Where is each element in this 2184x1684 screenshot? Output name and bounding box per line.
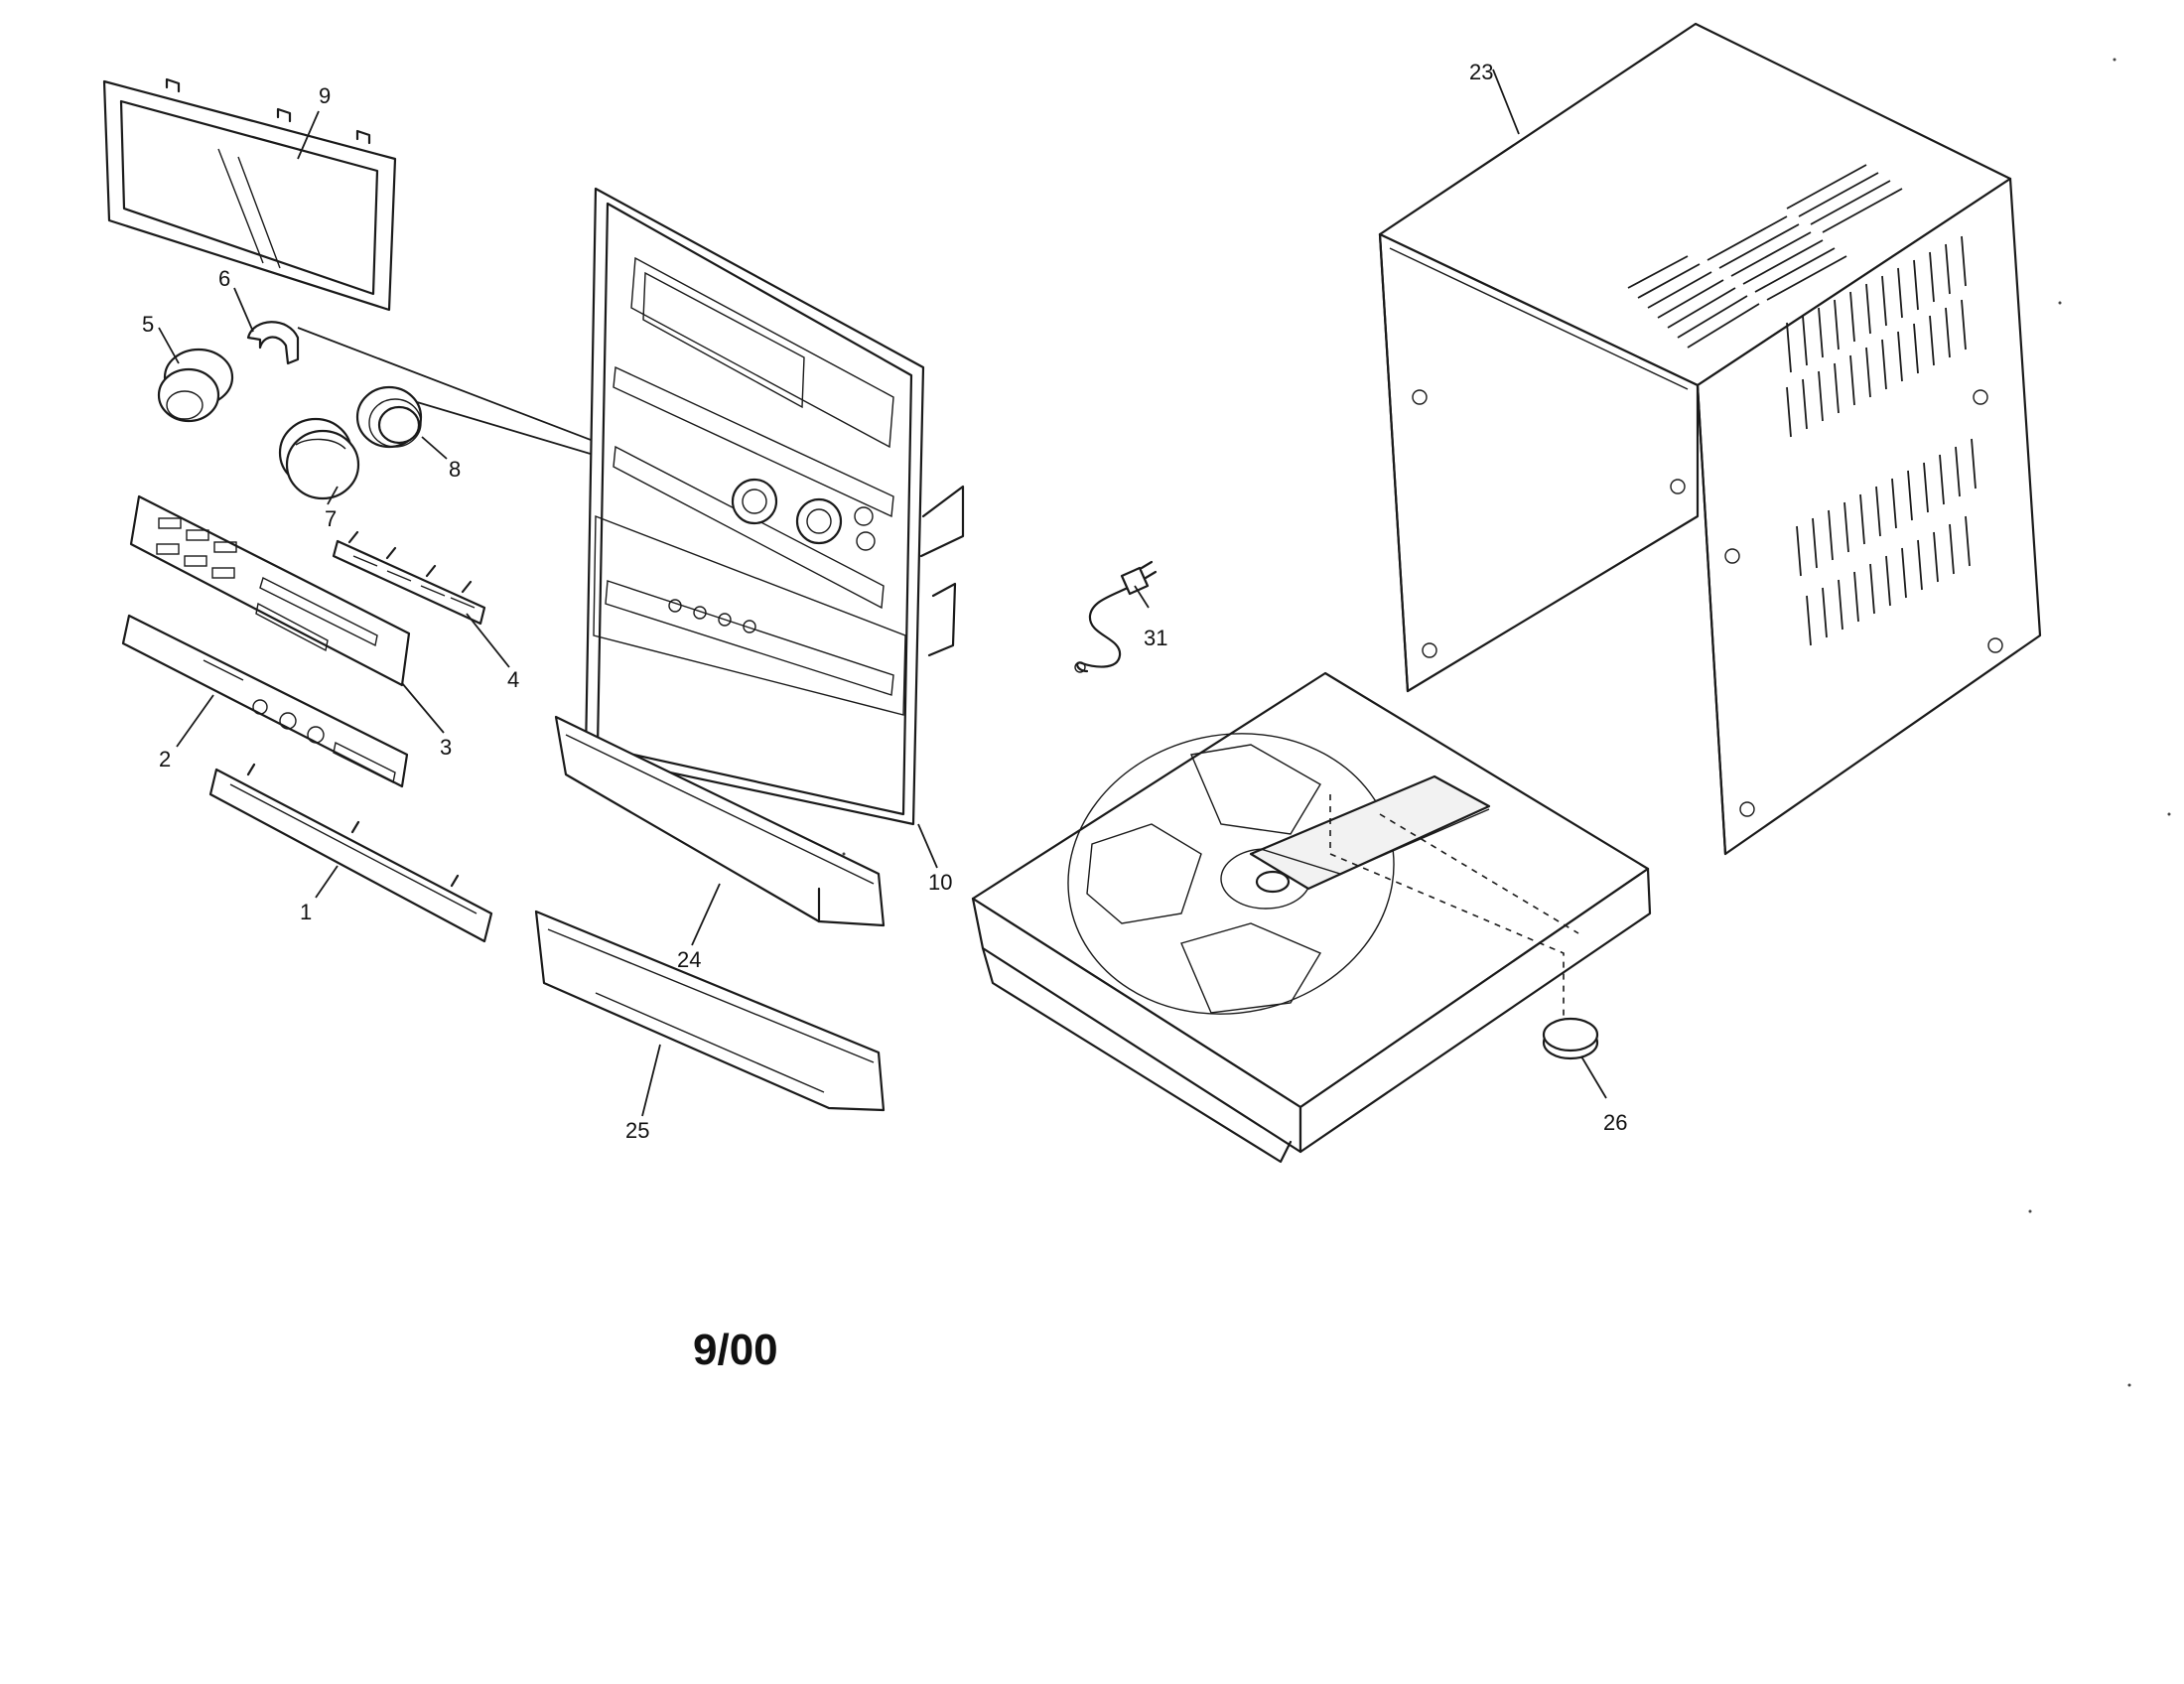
callout-3: 3: [440, 735, 452, 760]
part-3-button-panel: [129, 494, 411, 687]
callout-9: 9: [319, 83, 331, 108]
callout-26: 26: [1603, 1110, 1627, 1135]
part-9-display-window: [102, 77, 397, 312]
date-code: 9/00: [693, 1326, 778, 1374]
callout-10: 10: [928, 870, 952, 895]
part-2-front-panel: [121, 614, 409, 788]
part-26-foot: [1542, 1017, 1599, 1060]
callout-23: 23: [1469, 60, 1493, 84]
callout-1: 1: [300, 900, 312, 924]
part-4-button-strip: [332, 530, 486, 626]
callout-7: 7: [325, 506, 337, 531]
part-31-power-cord: [1074, 560, 1158, 673]
part-7-volume-knob: [278, 417, 360, 500]
scan-specks: [842, 58, 2171, 1387]
part-23-cabinet-cover: [1378, 22, 2042, 856]
part-1-bottom-trim: [208, 763, 493, 943]
callout-6: 6: [218, 266, 230, 291]
callout-31: 31: [1144, 626, 1167, 650]
part-24-tray-cover: [554, 715, 886, 927]
cover-vent-slots: [1627, 164, 1977, 646]
part-25-tray-cover-lower: [534, 910, 886, 1112]
cd-changer-deck: [971, 671, 1652, 1164]
callout-leaders: [158, 69, 1607, 1117]
callout-25: 25: [625, 1118, 649, 1143]
callout-2: 2: [159, 747, 171, 772]
callout-5: 5: [142, 312, 154, 337]
callout-labels: 9 6 5 7 8 4 3 2 1 10 23 24 25 26 31: [142, 60, 1627, 1143]
callout-4: 4: [507, 667, 519, 692]
part-6-clip: [246, 321, 300, 365]
part-8-ring: [355, 385, 423, 449]
part-5-knob: [157, 348, 234, 423]
part-10-front-cabinet: [584, 187, 965, 826]
callout-24: 24: [677, 947, 701, 972]
callout-8: 8: [449, 457, 461, 482]
